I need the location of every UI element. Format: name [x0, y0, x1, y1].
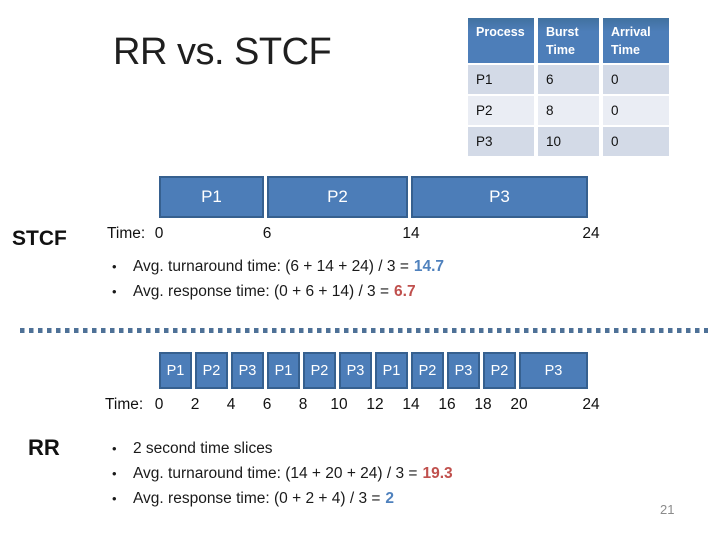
table-header-cell: Burst Time	[538, 18, 599, 63]
bullet-text: Avg. turnaround time: (14 + 20 + 24) / 3…	[133, 465, 418, 482]
time-tick: 12	[366, 396, 384, 413]
gantt-bar: P3	[231, 352, 264, 389]
rr-section-label: RR	[28, 435, 60, 460]
table-cell: P3	[468, 127, 534, 156]
bullet-dot: •	[112, 259, 117, 274]
table-header-cell: Process	[468, 18, 534, 63]
gantt-bar: P1	[375, 352, 408, 389]
time-tick: 24	[582, 225, 600, 242]
time-tick: 14	[402, 225, 420, 242]
time-tick: 20	[510, 396, 528, 413]
table-cell: 0	[603, 96, 669, 125]
bullet-dot: •	[112, 466, 117, 481]
slide-title: RR vs. STCF	[113, 31, 332, 73]
gantt-bar: P2	[411, 352, 444, 389]
gantt-bar: P1	[159, 352, 192, 389]
time-tick: 18	[474, 396, 492, 413]
table-cell: 0	[603, 65, 669, 94]
bullet-value: 6.7	[394, 283, 416, 300]
time-tick: 0	[154, 225, 164, 242]
time-tick: 6	[262, 225, 272, 242]
table-cell: P2	[468, 96, 534, 125]
table-cell: 0	[603, 127, 669, 156]
table-cell: 10	[538, 127, 599, 156]
bullet-line: • 2 second time slices	[112, 436, 453, 461]
gantt-bar: P1	[159, 176, 264, 218]
table-cell: 6	[538, 65, 599, 94]
bullet-dot: •	[112, 284, 117, 299]
gantt-bar: P3	[519, 352, 588, 389]
stcf-section-label: STCF	[12, 227, 67, 250]
bullet-value: 2	[385, 490, 395, 507]
table-header-cell: Arrival Time	[603, 18, 669, 63]
time-tick: 10	[330, 396, 348, 413]
time-tick: 6	[262, 396, 272, 413]
rr-time-prefix: Time:	[105, 396, 144, 413]
gantt-bar: P2	[195, 352, 228, 389]
time-tick: 8	[298, 396, 308, 413]
gantt-bar: P3	[339, 352, 372, 389]
bullet-line: • Avg. turnaround time: (14 + 20 + 24) / …	[112, 461, 453, 486]
gantt-bar: P3	[411, 176, 588, 218]
gantt-bar: P2	[303, 352, 336, 389]
gantt-bar: P2	[483, 352, 516, 389]
bullet-line: • Avg. turnaround time: (6 + 14 + 24) / 3…	[112, 254, 444, 279]
time-tick: 16	[438, 396, 456, 413]
stcf-time-prefix: Time:	[107, 225, 146, 242]
stcf-time-ticks: 0 6 14 24	[155, 225, 600, 245]
bullet-text: Avg. response time: (0 + 2 + 4) / 3 =	[133, 490, 381, 507]
bullet-text: Avg. turnaround time: (6 + 14 + 24) / 3 …	[133, 258, 409, 275]
bullet-text: 2 second time slices	[133, 440, 273, 457]
time-tick: 14	[402, 396, 420, 413]
page-number: 21	[660, 502, 675, 517]
bullet-line: • Avg. response time: (0 + 6 + 14) / 3 =6…	[112, 279, 444, 304]
bullet-dot: •	[112, 441, 117, 456]
gantt-bar: P1	[267, 352, 300, 389]
time-tick: 0	[154, 396, 164, 413]
bullet-line: • Avg. response time: (0 + 2 + 4) / 3 =2	[112, 486, 453, 511]
dotted-divider	[20, 328, 708, 333]
table-cell: 8	[538, 96, 599, 125]
rr-bullets: • 2 second time slices • Avg. turnaround ti…	[112, 436, 453, 511]
gantt-bar: P3	[447, 352, 480, 389]
bullet-value: 14.7	[413, 258, 445, 275]
time-tick: 2	[190, 396, 200, 413]
stcf-bullets: • Avg. turnaround time: (6 + 14 + 24) / 3…	[112, 254, 444, 304]
gantt-bar: P2	[267, 176, 408, 218]
table-cell: P1	[468, 65, 534, 94]
bullet-dot: •	[112, 491, 117, 506]
time-tick: 4	[226, 396, 236, 413]
bullet-text: Avg. response time: (0 + 6 + 14) / 3 =	[133, 283, 390, 300]
bullet-value: 19.3	[422, 465, 453, 482]
time-tick: 24	[582, 396, 600, 413]
